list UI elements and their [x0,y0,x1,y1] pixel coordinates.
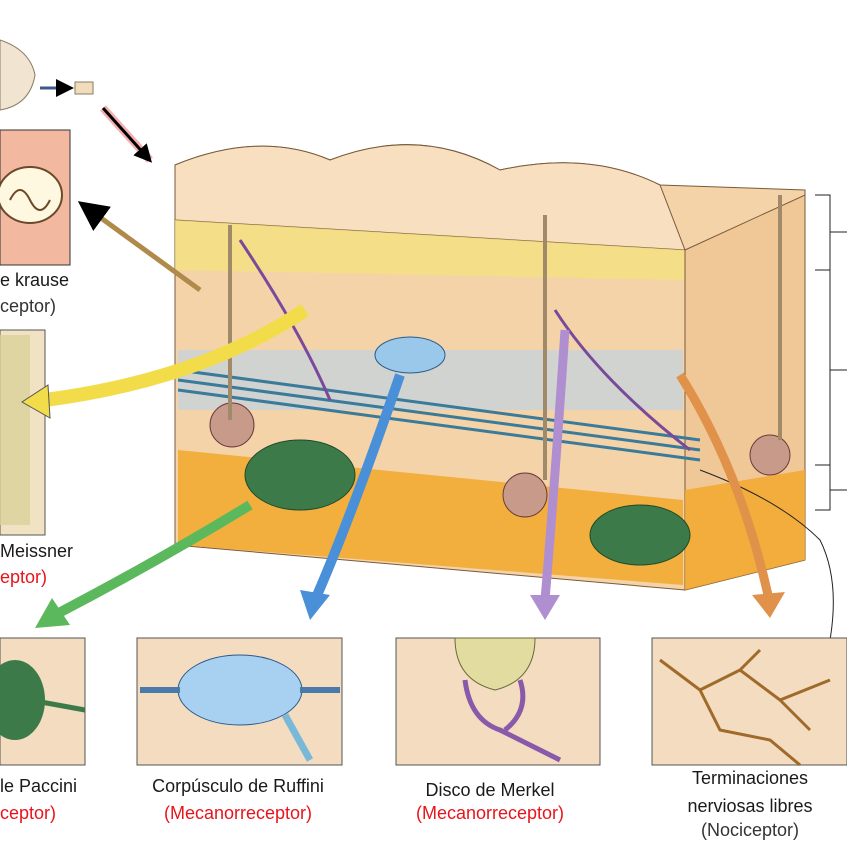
black-arrow-icon [101,106,153,163]
merkel-inset [395,637,601,766]
ruffini-type: (Mecanorreceptor) [163,803,313,823]
skin-block [174,144,834,641]
arrow-free-head [752,592,785,618]
paccini-inset [0,637,86,766]
arrow-merkel-head [530,595,560,620]
merkel-name: Disco de Merkel [425,780,555,800]
ruffini-inset [136,637,343,766]
paccini-name: le Paccini [0,776,78,796]
hypodermis-bracket [815,464,847,511]
free-endings-name-1: Terminaciones [691,768,809,788]
meissner-inset [0,329,46,536]
arrow-free [676,372,773,596]
free-endings-type: (Nociceptor) [700,820,800,840]
paccini-type: ceptor) [0,803,57,823]
skin-sample [74,81,94,95]
finger-sketch [0,39,36,111]
dermis-bracket [815,269,847,466]
arrow-ruffini [310,373,405,603]
arrow-meissner-head [21,384,51,419]
free-endings-inset [651,637,847,767]
merkel-type: (Mecanorreceptor) [415,803,565,823]
ruffini-name: Corpúsculo de Ruffini [152,776,324,796]
arrow-krause [77,201,202,293]
arrow-meissner [44,304,309,407]
meissner-type: eptor) [0,567,48,587]
arrow-paccini-head [35,598,70,628]
arrow-ruffini-head [300,590,330,620]
krause-inset [0,129,71,266]
krause-name: e krause [0,270,70,290]
arrow-merkel [540,329,570,601]
epidermis-bracket [815,194,847,271]
arrow-paccini [52,500,253,620]
meissner-name: Meissner [0,541,74,561]
free-endings-name-2: nerviosas libres [687,796,813,816]
krause-type: ceptor) [0,296,57,316]
